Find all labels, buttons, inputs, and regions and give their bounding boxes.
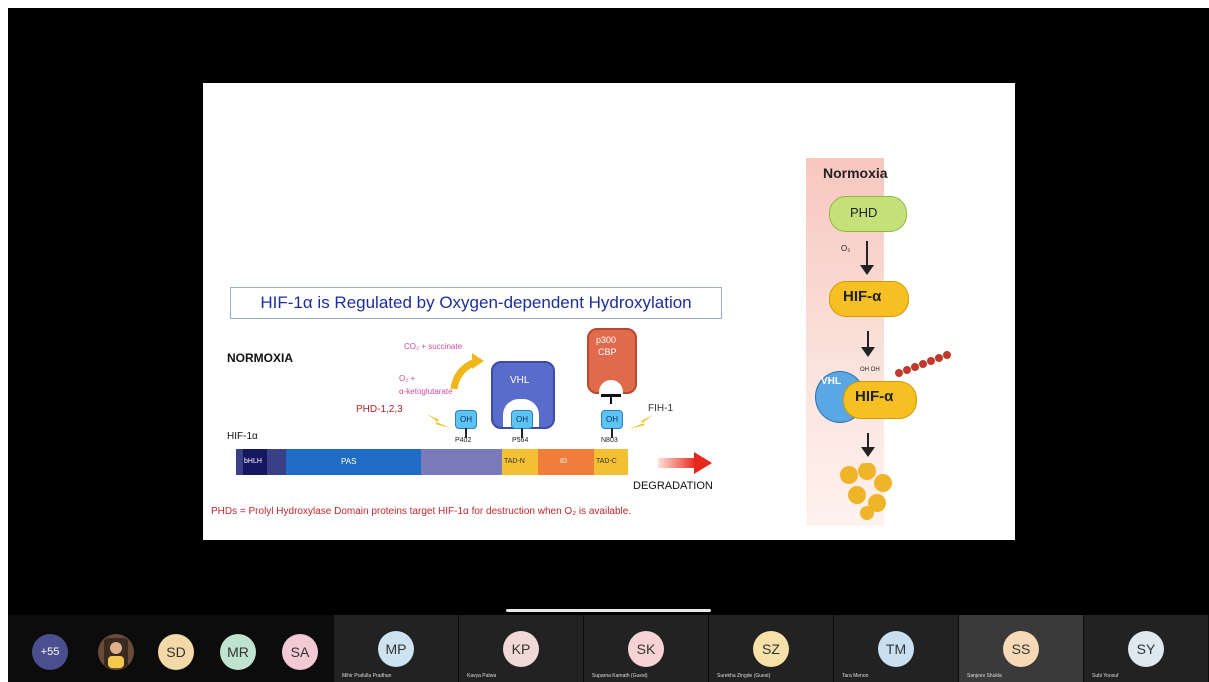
- n803-label: N803: [601, 437, 618, 444]
- arrow-2-stem: [867, 331, 869, 351]
- tad-n-label: TAD-N: [504, 458, 525, 465]
- shared-slide: HIF-1α is Regulated by Oxygen-dependent …: [203, 83, 1015, 540]
- bhlh-label: bHLH: [244, 458, 262, 465]
- reaction-arrow-icon: [450, 353, 484, 390]
- cbp-label: CBP: [598, 347, 617, 357]
- bhlh-core: [243, 449, 267, 475]
- participant-name: Kavya Patwa: [467, 673, 497, 679]
- inhibit-stem: [610, 394, 612, 404]
- participant-tile-sz[interactable]: SZ Surekha Zingde (Guest): [709, 615, 833, 682]
- tad-n-domain: [502, 449, 538, 475]
- o2-text: O₂ +: [399, 374, 416, 383]
- participant-name: Suparna Kamath (Guest): [592, 673, 648, 679]
- p402-label: P402: [455, 437, 472, 444]
- normoxia-label: NORMOXIA: [227, 351, 293, 365]
- phd-bolt-icon: [427, 414, 451, 428]
- participant-name: Sanjeev Shukla: [967, 673, 1002, 679]
- slide-footnote: PHDs = Prolyl Hydroxylase Domain protein…: [211, 506, 632, 517]
- p300-pocket: [599, 380, 623, 394]
- down-arrow-icon: [861, 447, 875, 457]
- participant-avatar: TM: [878, 631, 914, 667]
- panel-title: Normoxia: [823, 165, 888, 181]
- stem-p564: [521, 428, 523, 438]
- participant-avatar: MP: [378, 631, 414, 667]
- participant-photo-avatar[interactable]: [98, 634, 134, 670]
- participant-avatar-sd[interactable]: SD: [158, 634, 194, 670]
- participant-avatar: SK: [628, 631, 664, 667]
- participant-tile-sk[interactable]: SK Suparna Kamath (Guest): [584, 615, 708, 682]
- vhl-ball-label: VHL: [821, 376, 841, 387]
- p564-label: P564: [512, 437, 529, 444]
- fih-label: FIH-1: [648, 403, 673, 414]
- akg-text: α-ketoglutarate: [399, 387, 453, 396]
- ubiquitin-chain-icon: [895, 351, 951, 377]
- participant-avatar: SS: [1003, 631, 1039, 667]
- id-label: ID: [560, 458, 567, 465]
- phd-oval: [829, 196, 907, 232]
- participant-avatar-mr[interactable]: MR: [220, 634, 256, 670]
- person-photo-icon: [104, 638, 128, 668]
- participant-name: Mihir Prafulla Pradhan: [342, 673, 392, 679]
- participant-avatar: SZ: [753, 631, 789, 667]
- oh-marker-p564: OH: [511, 410, 533, 429]
- participant-name: Subi Yoosuf: [1092, 673, 1119, 679]
- hif-bound-oval: [843, 381, 917, 419]
- id-domain: [538, 449, 594, 475]
- meeting-window: HIF-1α is Regulated by Oxygen-dependent …: [8, 8, 1209, 682]
- slide-title-box: HIF-1α is Regulated by Oxygen-dependent …: [230, 287, 722, 319]
- fih-bolt-icon: [629, 415, 653, 429]
- participant-avatar: KP: [503, 631, 539, 667]
- hif-oval: [829, 281, 909, 317]
- participant-name: Surekha Zingde (Guest): [717, 673, 771, 679]
- p300-label: p300: [596, 335, 617, 345]
- participant-avatar: SY: [1128, 631, 1164, 667]
- stem-n803: [611, 428, 613, 438]
- participant-strip: +55 SD MR SA MP Mihir Prafulla Pradhan KP Kav…: [8, 615, 1209, 682]
- pas-label: PAS: [341, 457, 357, 466]
- oh-marker-n803: OH: [601, 410, 623, 429]
- participant-tile-kp[interactable]: KP Kavya Patwa: [459, 615, 583, 682]
- phd-label: PHD-1,2,3: [356, 404, 403, 415]
- vhl-label: VHL: [510, 375, 530, 386]
- participant-name: Tara Menon: [842, 673, 869, 679]
- oh-pair-label: OH OH: [860, 367, 880, 373]
- degradation-arrow-icon: [658, 452, 712, 474]
- arrow-3-stem: [867, 433, 869, 451]
- o2-side-label: O₂: [841, 244, 851, 253]
- stem-p402: [465, 428, 467, 438]
- degraded-fragments-icon: [840, 463, 892, 520]
- participant-avatar-sa[interactable]: SA: [282, 634, 318, 670]
- phd-oval-label: PHD: [850, 205, 878, 220]
- down-arrow-icon: [861, 347, 875, 357]
- arrow-1-stem: [866, 241, 868, 269]
- degradation-label: DEGRADATION: [633, 480, 713, 492]
- tad-c-label: TAD-C: [596, 458, 617, 465]
- participant-tile-mp[interactable]: MP Mihir Prafulla Pradhan: [334, 615, 458, 682]
- hif-oval-label: HIF-α: [843, 288, 882, 305]
- hif-bound-label: HIF-α: [855, 388, 894, 405]
- hif-label: HIF-1α: [227, 431, 258, 442]
- co2-succinate-text: CO₂ + succinate: [404, 342, 463, 351]
- pas-domain: [286, 449, 421, 475]
- down-arrow-icon: [860, 265, 874, 275]
- participant-tile-tm[interactable]: TM Tara Menon: [834, 615, 958, 682]
- slide-title: HIF-1α is Regulated by Oxygen-dependent …: [260, 293, 692, 312]
- slide-scroll-indicator[interactable]: [506, 609, 711, 612]
- participant-tile-sy[interactable]: SY Subi Yoosuf: [1084, 615, 1208, 682]
- tad-c-domain: [594, 449, 628, 475]
- linker-domain: [421, 449, 502, 475]
- overflow-participants-badge[interactable]: +55: [32, 634, 68, 670]
- oh-marker-p402: OH: [455, 410, 477, 429]
